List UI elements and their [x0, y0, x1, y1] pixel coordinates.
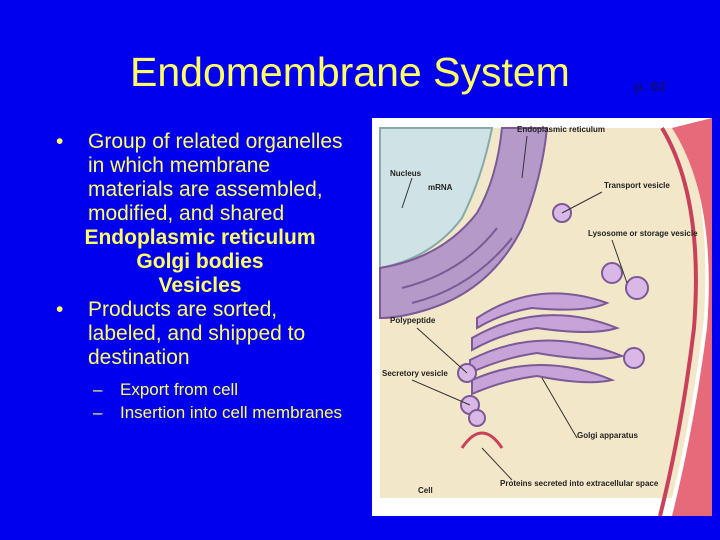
organelle-item: Endoplasmic reticulum	[84, 226, 316, 249]
sub-bullet-text: Insertion into cell membranes	[120, 403, 343, 422]
slide-title: Endomembrane System	[130, 49, 570, 95]
label-endoplasmic-reticulum: Endoplasmic reticulum	[517, 125, 605, 134]
dash-icon: –	[93, 403, 103, 422]
sub-bullet-text: Export from cell	[120, 380, 239, 399]
bullet-text: Group of related organelles in which mem…	[88, 130, 343, 225]
dash-icon: –	[93, 380, 103, 399]
bullet-item: • Products are sorted, labeled, and ship…	[56, 298, 356, 370]
organelle-item: Vesicles	[158, 274, 242, 297]
sub-bullet-item: – Insertion into cell membranes	[56, 401, 356, 424]
slide-body: • Group of related organelles in which m…	[56, 130, 356, 424]
organelle-item: Golgi bodies	[136, 250, 264, 273]
label-proteins-secreted: Proteins secreted into extracellular spa…	[500, 479, 659, 488]
label-cell: Cell	[418, 486, 433, 495]
sub-bullet-item: – Export from cell	[56, 378, 356, 401]
label-polypeptide: Polypeptide	[390, 316, 436, 325]
bullet-text: Products are sorted, labeled, and shippe…	[88, 298, 306, 369]
page-reference: p. 62	[634, 78, 666, 94]
label-mrna: mRNA	[428, 183, 453, 192]
label-secretory-vesicle: Secretory vesicle	[382, 369, 448, 378]
bullet-icon: •	[56, 130, 64, 153]
endomembrane-diagram: Endoplasmic reticulum Nucleus mRNA Trans…	[372, 118, 712, 516]
label-transport-vesicle: Transport vesicle	[604, 181, 670, 190]
bullet-icon: •	[56, 298, 64, 321]
bullet-item: • Group of related organelles in which m…	[56, 130, 356, 226]
label-golgi-apparatus: Golgi apparatus	[577, 431, 638, 440]
label-nucleus: Nucleus	[390, 169, 422, 178]
label-lysosome: Lysosome or storage vesicle	[588, 229, 698, 238]
cell-illustration: Endoplasmic reticulum Nucleus mRNA Trans…	[372, 118, 712, 516]
